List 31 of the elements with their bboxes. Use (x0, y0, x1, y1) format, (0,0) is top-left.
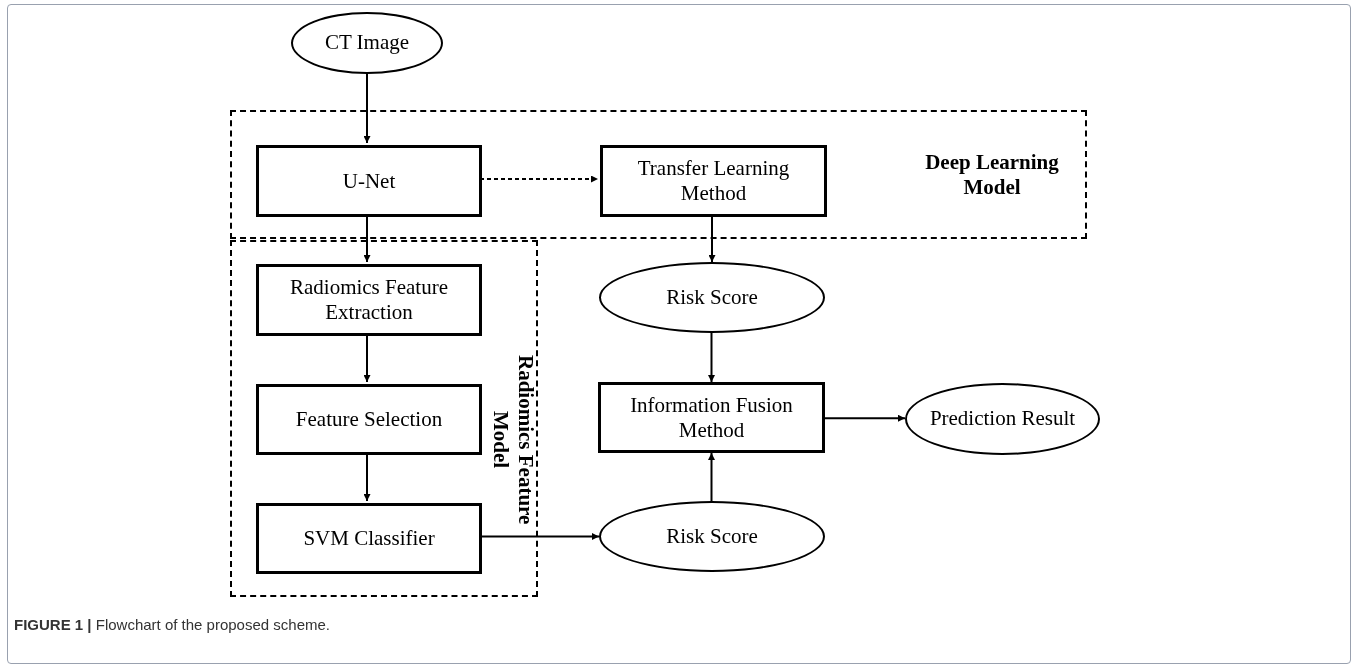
node-label: Deep Learning Model (925, 150, 1059, 199)
arrow (708, 332, 715, 383)
arrow (363, 73, 371, 144)
dashed-group (230, 240, 538, 597)
figure-caption: FIGURE 1 | Flowchart of the proposed scheme. (14, 615, 330, 635)
node-label: Risk Score (666, 522, 758, 550)
arrow (479, 175, 599, 183)
node-label: CT Image (324, 29, 410, 57)
node-label: Radiomics Feature Model (489, 355, 538, 525)
arrow (708, 214, 716, 263)
arrow (363, 333, 371, 383)
arrow (479, 533, 600, 540)
process-box (600, 145, 827, 217)
node-label: Transfer Learning Method (636, 156, 791, 206)
node-label: Feature Selection (295, 407, 443, 432)
node-label: Information Fusion Method (629, 392, 794, 443)
node-label: Radiomics Feature Extraction (288, 275, 449, 325)
arrow (363, 214, 371, 263)
process-box (256, 384, 482, 455)
node-label: Prediction Result (929, 405, 1076, 433)
process-box (256, 264, 482, 336)
process-box (598, 382, 825, 453)
process-box (256, 145, 482, 217)
node-label: U-Net (342, 168, 396, 194)
node-label: Risk Score (666, 283, 758, 311)
node-label: SVM Classifier (303, 526, 435, 551)
arrow (708, 452, 715, 502)
process-box (256, 503, 482, 574)
dashed-group (230, 110, 1087, 239)
arrow (363, 452, 371, 502)
arrow (824, 414, 906, 422)
